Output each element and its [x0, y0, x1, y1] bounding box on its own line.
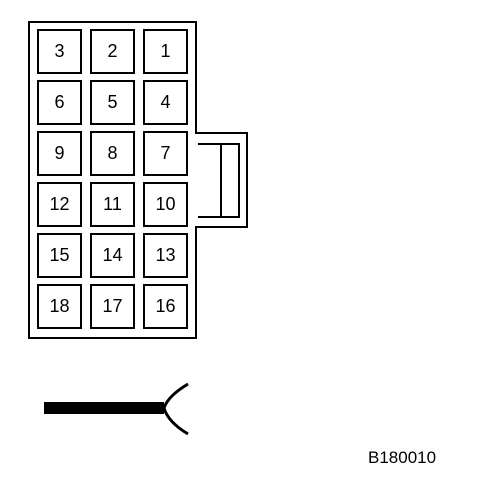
wire-bar	[44, 402, 164, 414]
pin-2: 2	[90, 29, 135, 74]
wire-harness-symbol	[44, 382, 189, 436]
pin-3: 3	[37, 29, 82, 74]
latch-inner	[195, 143, 240, 218]
pin-11: 11	[90, 182, 135, 227]
pin-5: 5	[90, 80, 135, 125]
latch-inner-bar	[220, 143, 222, 218]
pin-14: 14	[90, 233, 135, 278]
pin-7: 7	[143, 131, 188, 176]
reference-code: B180010	[368, 448, 437, 467]
pin-16: 16	[143, 284, 188, 329]
pin-1: 1	[143, 29, 188, 74]
pin-9: 9	[37, 131, 82, 176]
connector-cup-icon	[162, 382, 189, 436]
pin-13: 13	[143, 233, 188, 278]
pin-15: 15	[37, 233, 82, 278]
pin-18: 18	[37, 284, 82, 329]
pin-10: 10	[143, 182, 188, 227]
pin-17: 17	[90, 284, 135, 329]
pin-4: 4	[143, 80, 188, 125]
pin-6: 6	[37, 80, 82, 125]
pin-8: 8	[90, 131, 135, 176]
latch-joint-mask	[194, 134, 198, 226]
pin-12: 12	[37, 182, 82, 227]
